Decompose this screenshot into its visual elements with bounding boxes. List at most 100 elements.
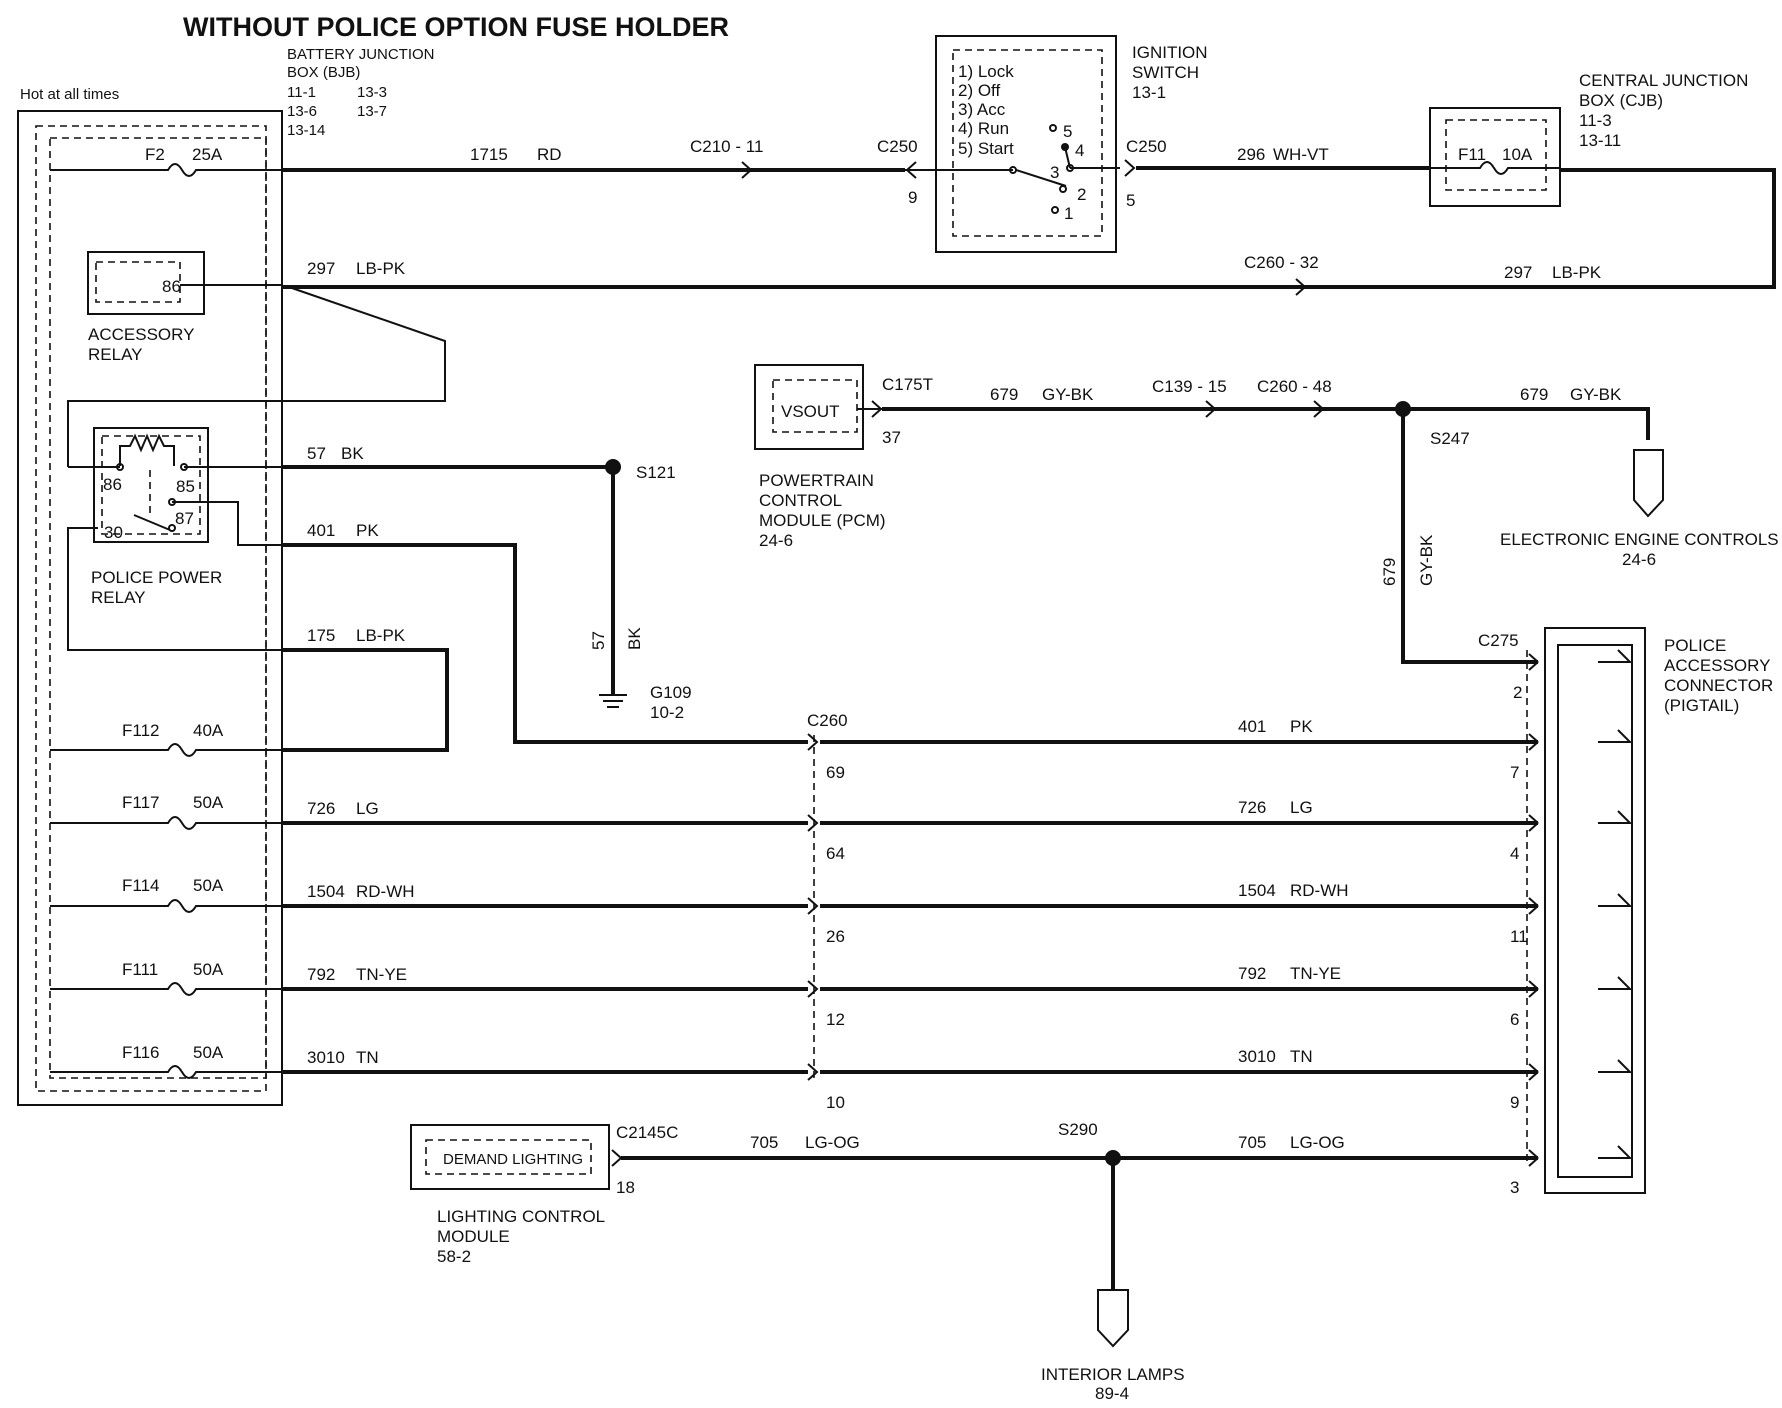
c260-pin-number: 69 [826, 763, 845, 782]
ignition-ref: 13-1 [1132, 83, 1166, 102]
wire-right-circuit: 726 [1238, 798, 1266, 817]
ignition-pos-off: 2) Off [958, 81, 1000, 100]
wire-297-color-a: LB-PK [356, 259, 406, 278]
accessory-relay-pin: 86 [162, 277, 181, 296]
ignition-pos-acc: 3) Acc [958, 100, 1006, 119]
cjb-fuse: F11 [1458, 145, 1486, 164]
ignition-conn-in: C250 [877, 137, 918, 156]
eec-ref: 24-6 [1622, 550, 1656, 569]
wire-1715-rd: 1715 RD C210 - 11 [282, 137, 917, 179]
fuse-f114-label: F114 [122, 876, 160, 895]
wire-1715-circuit: 1715 [470, 145, 508, 164]
ignition-pos-lock: 1) Lock [958, 62, 1014, 81]
wire-57-color-vertical: BK [625, 627, 644, 650]
wire-401-color-a: PK [356, 521, 379, 540]
fuse-f112: F112 40A [50, 721, 282, 757]
wire-679-circuit-vertical: 679 [1380, 558, 1399, 586]
accessory-relay: 86 ACCESSORY RELAY [87, 251, 282, 364]
c275-pin-arrow [1528, 814, 1539, 832]
fuse-f111-amp: 50A [193, 960, 224, 979]
c260-pin-arrow [807, 1063, 819, 1081]
fuse-f2-amp: 25A [192, 145, 223, 164]
central-junction-box: F11 10A CENTRAL JUNCTION BOX (CJB) 11-3 … [1429, 71, 1748, 207]
wire-175-lb-pk: 175 LB-PK [282, 626, 449, 752]
police-connector-line3: CONNECTOR [1664, 676, 1773, 695]
wire-401-circuit-a: 401 [307, 521, 335, 540]
ignition-switch: IGNITION SWITCH 13-1 1) Lock 2) Off 3) A… [877, 35, 1208, 253]
fuse-f111-label: F111 [122, 960, 158, 979]
c260-pin-number: 10 [826, 1093, 845, 1112]
wire-679-circuit-a: 679 [990, 385, 1018, 404]
fuse-f112-label: F112 [122, 721, 160, 740]
c275-pin-arrow [1528, 897, 1539, 915]
accessory-relay-label-line1: ACCESSORY [88, 325, 194, 344]
bjb-name-line1: BATTERY JUNCTION [287, 46, 435, 63]
police-relay-label-line1: POLICE POWER [91, 568, 222, 587]
c275-pin-number: 6 [1510, 1010, 1519, 1029]
electronic-engine-controls: ELECTRONIC ENGINE CONTROLS 24-6 [1500, 449, 1779, 569]
pcm-name-line2: CONTROL [759, 491, 842, 510]
wire-1715-color: RD [537, 145, 562, 164]
eec-label: ELECTRONIC ENGINE CONTROLS [1500, 530, 1779, 549]
connector-c260-label: C260 [807, 711, 848, 730]
fuse-f116-amp: 50A [193, 1043, 224, 1062]
ignition-contact-1: 1 [1064, 204, 1073, 223]
lighting-connector: C2145C [616, 1123, 678, 1142]
connector-c260-32: C260 - 32 [1244, 253, 1319, 272]
hot-at-all-times-label: Hot at all times [20, 86, 119, 103]
wire-175-circuit: 175 [307, 626, 335, 645]
powertrain-control-module: VSOUT C175T 37 POWERTRAIN CONTROL MODULE… [754, 364, 933, 550]
wire-175-color: LB-PK [356, 626, 406, 645]
wire-left-color: TN-YE [356, 965, 407, 984]
cjb-fuse-amp: 10A [1502, 145, 1533, 164]
fuse-f117-amp: 50A [193, 793, 224, 812]
ignition-pin-in: 9 [908, 188, 917, 207]
wire-57-bk: 57 BK S121 57 BK G109 10-2 [282, 444, 692, 722]
wire-296-wh-vt: 296 WH-VT [1136, 145, 1430, 170]
c275-pin-number: 11 [1510, 927, 1528, 946]
c275-pin-number: 7 [1510, 763, 1519, 782]
interior-lamps-ref: 89-4 [1095, 1384, 1129, 1403]
ignition-pos-run: 4) Run [958, 119, 1009, 138]
ignition-pos-start: 5) Start [958, 139, 1014, 158]
wire-left-circuit: 1504 [307, 882, 345, 901]
lighting-name-line3: 58-2 [437, 1247, 471, 1266]
fuse-f114-amp: 50A [193, 876, 224, 895]
wire-297-circuit-b: 297 [1504, 263, 1532, 282]
fuse-f2: F2 25A [50, 145, 282, 177]
wire-705-color-a: LG-OG [805, 1133, 860, 1152]
wire-705-lg-og: 705 LG-OG 705 LG-OG S290 3 [621, 1120, 1633, 1290]
pigtail-terminal [1598, 729, 1633, 743]
lighting-name-line1: LIGHTING CONTROL [437, 1207, 605, 1226]
splice-s247-label: S247 [1430, 429, 1470, 448]
wire-left-color: TN [356, 1048, 379, 1067]
police-connector-line2: ACCESSORY [1664, 656, 1770, 675]
ground-g109-label: G109 [650, 683, 692, 702]
fuse-f112-amp: 40A [193, 721, 224, 740]
wire-679-color-a: GY-BK [1042, 385, 1094, 404]
wire-57-circuit: 57 [307, 444, 326, 463]
connector-c139-15: C139 - 15 [1152, 377, 1227, 396]
bjb-ref-4: 13-7 [357, 103, 387, 120]
wire-right-color: TN [1290, 1047, 1313, 1066]
wire-right-circuit: 401 [1238, 717, 1266, 736]
police-relay-pin-30: 30 [104, 523, 123, 542]
wire-679-color-b: GY-BK [1570, 385, 1622, 404]
c275-pin-arrow [1528, 980, 1539, 998]
wire-right-color: LG [1290, 798, 1313, 817]
wire-705-circuit-a: 705 [750, 1133, 778, 1152]
connector-c210-11: C210 - 11 [690, 137, 763, 156]
c260-pin-number: 12 [826, 1010, 845, 1029]
fuse-f2-label: F2 [145, 145, 165, 164]
cjb-label-line2: BOX (CJB) [1579, 91, 1663, 110]
lighting-pin: 18 [616, 1178, 635, 1197]
fuse-f111: F111 50A [50, 960, 282, 996]
pcm-connector: C175T [882, 375, 933, 394]
wire-right-color: RD-WH [1290, 881, 1349, 900]
bjb-ref-1: 11-1 [287, 84, 316, 101]
connector-c260-48: C260 - 48 [1257, 377, 1332, 396]
diagram-title: WITHOUT POLICE OPTION FUSE HOLDER [183, 12, 729, 42]
